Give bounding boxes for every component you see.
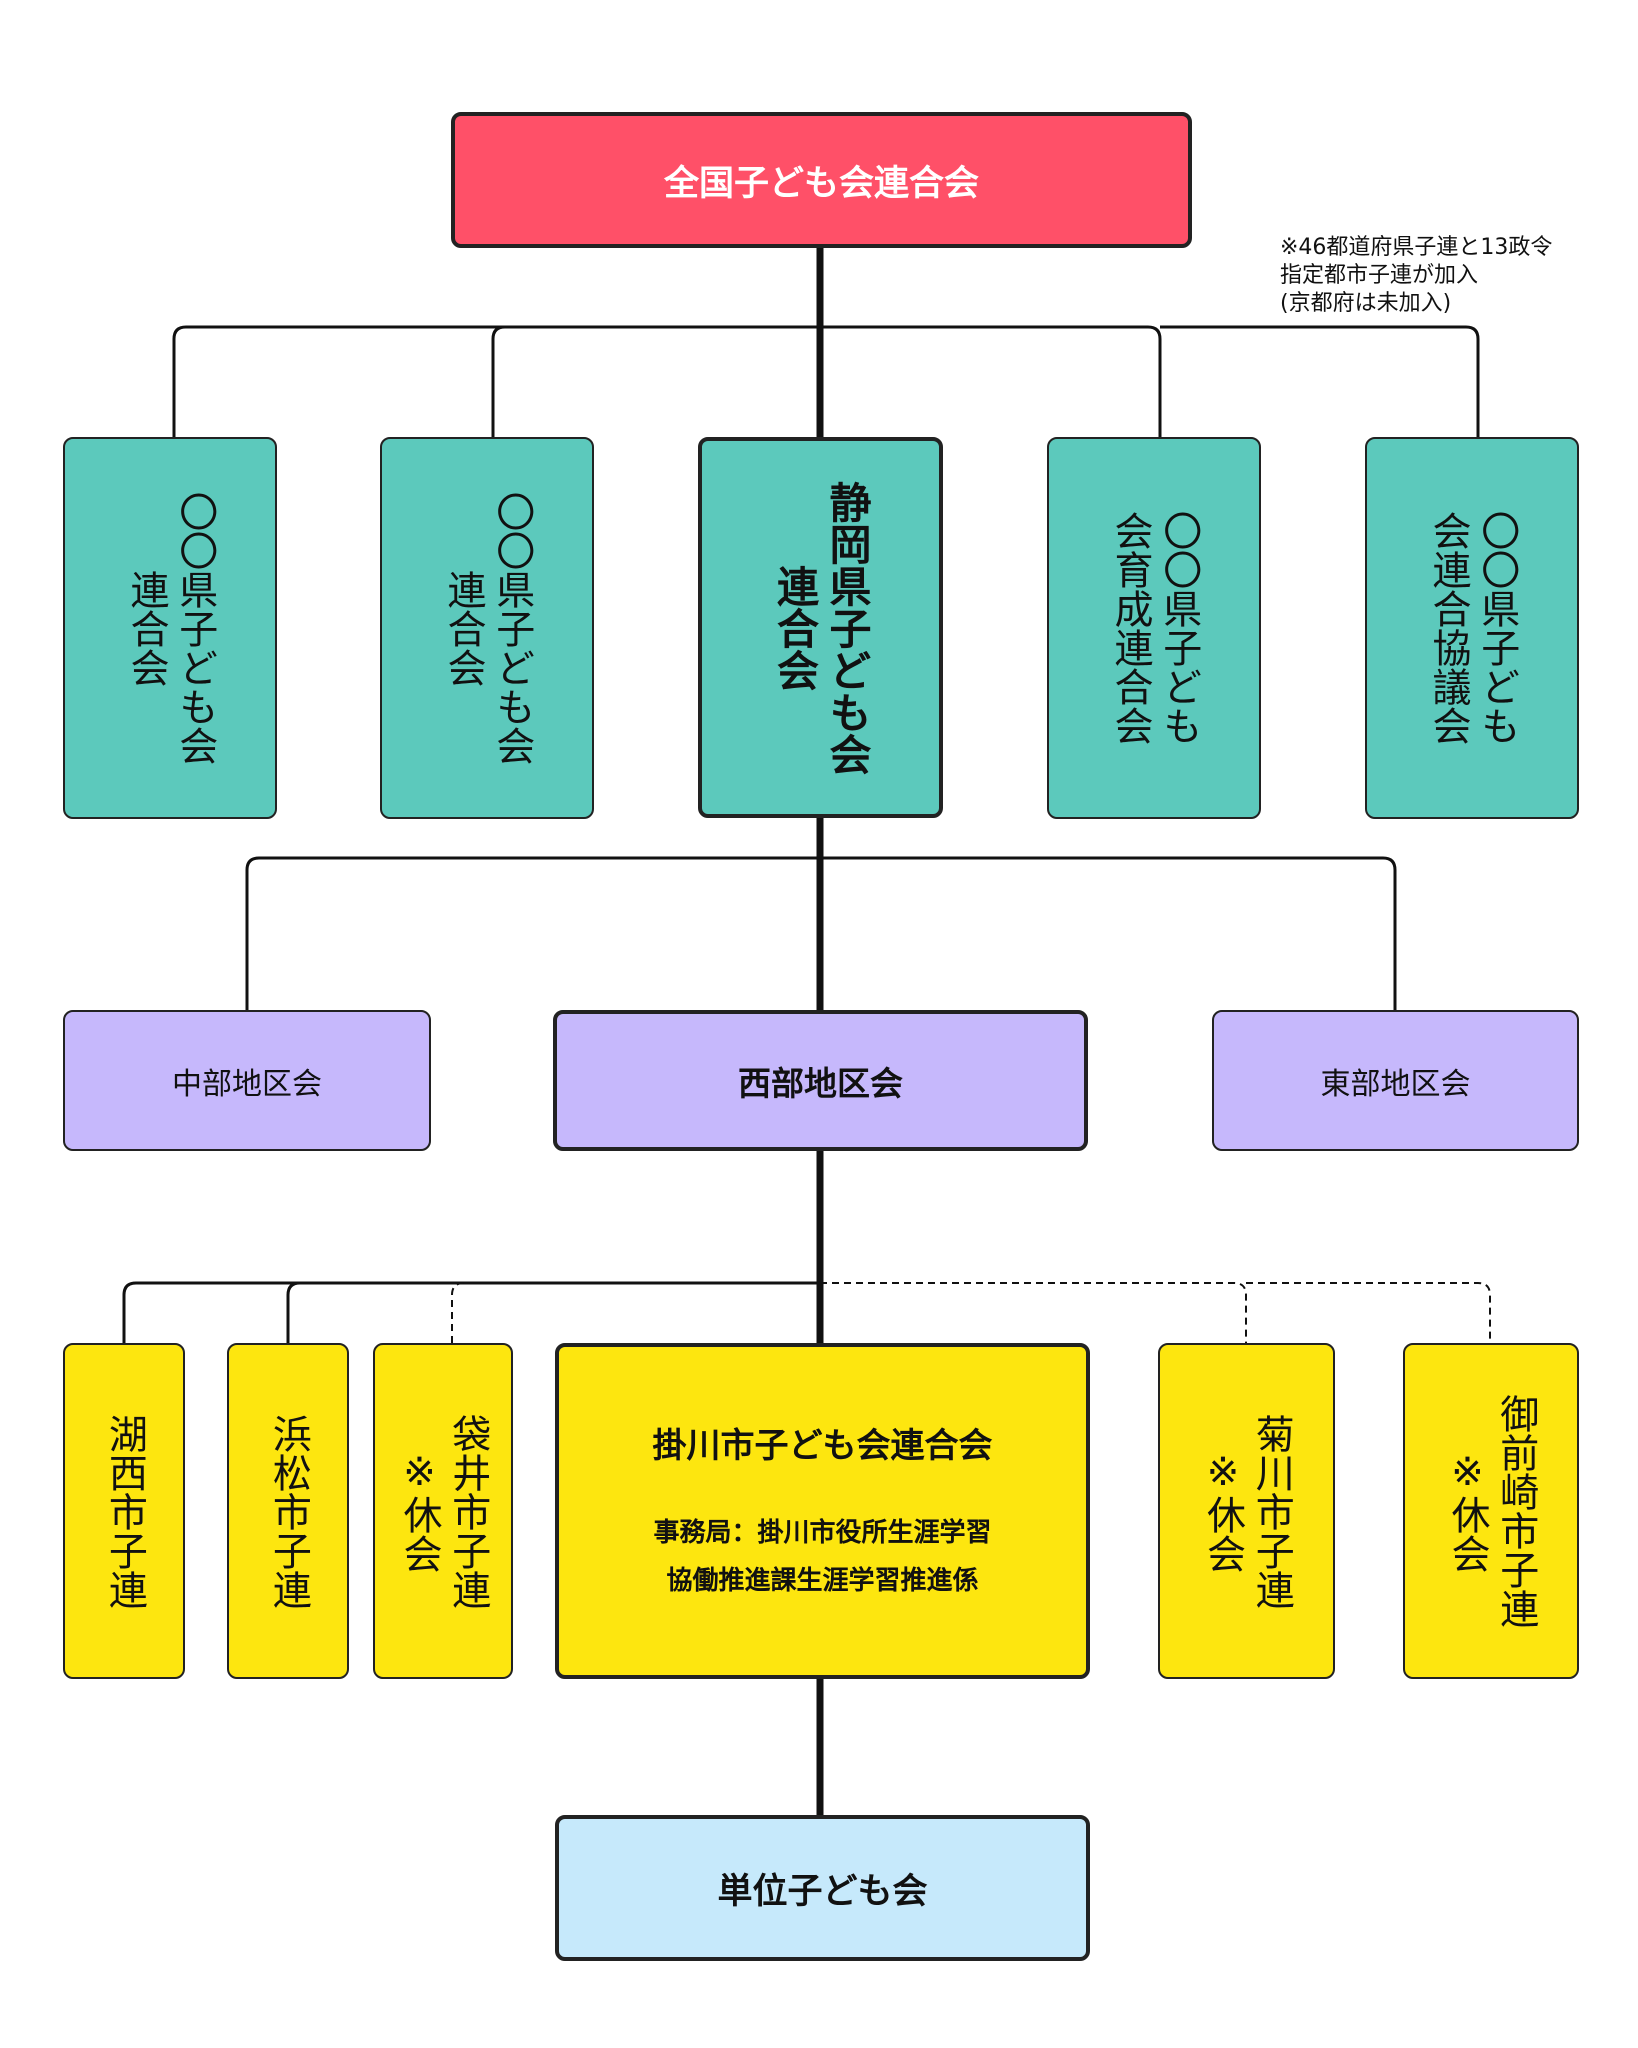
prefecture-4-line1: 〇〇県子ども: [1156, 511, 1202, 745]
city-kikugawa-label: 菊川市子連: [1249, 1413, 1295, 1609]
city-box-omaezaki: 御前崎市子連 ※休会: [1403, 1343, 1579, 1679]
city-fukuroi-status: ※休会: [397, 1449, 442, 1573]
city-box-fukuroi: 袋井市子連 ※休会: [373, 1343, 513, 1679]
connector-city-5: [1246, 1282, 1491, 1343]
prefecture-box-1: 〇〇県子ども会 連合会: [63, 437, 277, 819]
prefecture-box-5: 〇〇県子ども 会連合協議会: [1365, 437, 1579, 819]
western-district-box: 西部地区会: [553, 1010, 1088, 1151]
city-box-hamamatsu: 浜松市子連: [227, 1343, 349, 1679]
kakegawa-federation-box: 掛川市子ども会連合会 事務局：掛川市役所生涯学習 協働推進課生涯学習推進係: [555, 1343, 1090, 1679]
city-box-kikugawa: 菊川市子連 ※休会: [1158, 1343, 1335, 1679]
kakegawa-title: 掛川市子ども会連合会: [652, 1425, 993, 1466]
connector-district-3: [820, 856, 1397, 1010]
central-district-label: 中部地区会: [172, 1066, 322, 1102]
city-kosai-label: 湖西市子連: [102, 1413, 148, 1609]
prefecture-box-2: 〇〇県子ども会 連合会: [380, 437, 594, 819]
shizuoka-line2: 連合会: [770, 564, 820, 691]
shizuoka-prefecture-box: 静岡県子ども会 連合会: [698, 437, 943, 818]
unit-label: 単位子ども会: [717, 1871, 928, 1912]
city-kikugawa-status: ※休会: [1200, 1449, 1246, 1573]
connector-district-1: [245, 856, 820, 1010]
shizuoka-line1: 静岡県子ども会: [823, 480, 872, 775]
national-federation-box: 全国子ども会連合会: [451, 112, 1192, 248]
connector-city-1: [122, 1281, 820, 1343]
note-line-3: (京都府は未加入): [1280, 291, 1452, 316]
connector-city-4: [820, 1282, 1247, 1343]
note-line-2: 指定都市子連が加入: [1280, 263, 1479, 288]
prefecture-2-line2: 連合会: [441, 569, 486, 687]
central-district-box: 中部地区会: [63, 1010, 431, 1151]
western-district-label: 西部地区会: [738, 1063, 903, 1103]
connector-pref-4: [820, 325, 1162, 437]
eastern-district-label: 東部地区会: [1320, 1066, 1471, 1102]
unit-children-association-box: 単位子ども会: [555, 1815, 1090, 1961]
city-hamamatsu-label: 浜松市子連: [266, 1413, 312, 1609]
prefecture-5-line2: 会連合協議会: [1426, 511, 1471, 745]
prefecture-1-line1: 〇〇県子ども会: [172, 491, 218, 765]
membership-note: ※46都道府県子連と13政令 指定都市子連が加入 (京都府は未加入): [1280, 234, 1552, 318]
eastern-district-box: 東部地区会: [1212, 1010, 1579, 1151]
prefecture-4-line2: 会育成連合会: [1108, 511, 1153, 745]
prefecture-5-line1: 〇〇県子ども: [1474, 511, 1520, 745]
connector-pref-1: [172, 325, 820, 437]
connector-pref-2: [491, 325, 506, 437]
kakegawa-office-line2: 協働推進課生涯学習推進係: [666, 1565, 979, 1596]
city-box-kosai: 湖西市子連: [63, 1343, 185, 1679]
national-federation-label: 全国子ども会連合会: [663, 163, 979, 204]
connector-pref-5: [1160, 325, 1480, 437]
note-line-1: ※46都道府県子連と13政令: [1280, 235, 1553, 260]
city-omaezaki-status: ※休会: [1445, 1449, 1490, 1573]
connector-city-2: [286, 1281, 301, 1343]
prefecture-2-line1: 〇〇県子ども会: [489, 491, 535, 765]
city-omaezaki-label: 御前崎市子連: [1493, 1394, 1539, 1628]
city-fukuroi-label: 袋井市子連: [445, 1413, 491, 1609]
prefecture-box-4: 〇〇県子ども 会育成連合会: [1047, 437, 1261, 819]
kakegawa-office-line1: 事務局：掛川市役所生涯学習: [653, 1517, 992, 1548]
prefecture-1-line2: 連合会: [124, 569, 169, 687]
connector-city-3: [451, 1282, 465, 1343]
